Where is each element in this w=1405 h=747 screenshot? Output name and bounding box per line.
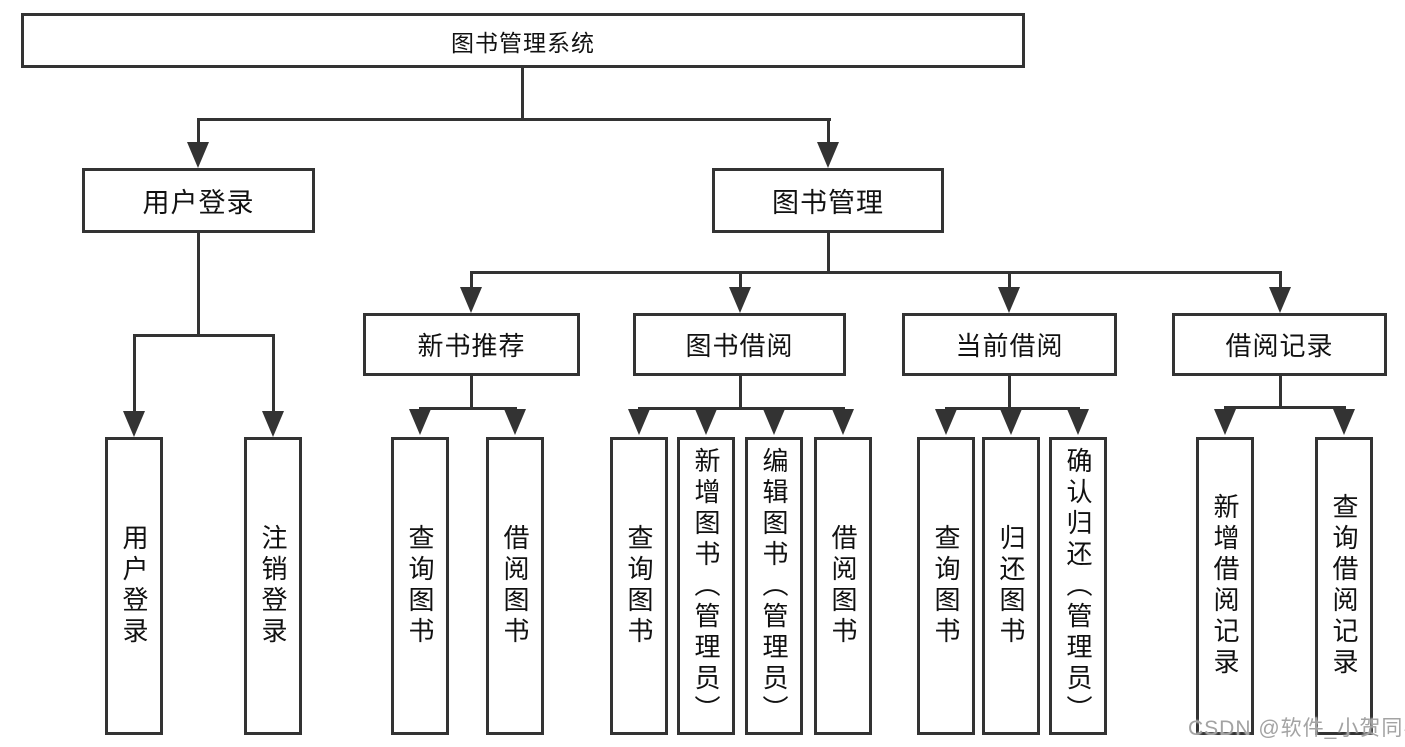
- arrow-down-icon: [935, 409, 957, 435]
- node-label: 查询图书: [931, 524, 961, 648]
- connector-line: [470, 376, 473, 409]
- csdn-watermark: CSDN @软件_小贺同学: [1188, 717, 1405, 740]
- connector-line: [197, 233, 200, 337]
- connector-line: [1279, 271, 1282, 289]
- leaf-logout-login: 注销登录: [244, 437, 302, 735]
- arrow-down-icon: [1067, 409, 1089, 435]
- node-label: 图书管理: [772, 188, 884, 218]
- connector-line: [739, 271, 742, 289]
- connector-line: [470, 271, 473, 289]
- connector-line: [419, 407, 517, 410]
- arrow-down-icon: [1269, 287, 1291, 313]
- node-label: 图书管理系统: [451, 29, 595, 56]
- node-label: 查询图书: [624, 524, 654, 648]
- arrow-down-icon: [123, 411, 145, 437]
- node-label: 用户登录: [119, 524, 149, 648]
- connector-line: [739, 376, 742, 409]
- arrow-down-icon: [409, 409, 431, 435]
- connector-line: [1224, 406, 1346, 409]
- leaf-query-book-borrow: 查询图书: [610, 437, 668, 735]
- node-label: 查询图书: [405, 524, 435, 648]
- node-label: 图书借阅: [685, 331, 794, 361]
- leaf-confirm-return-admin: 确认归还（管理员）: [1049, 437, 1107, 735]
- arrow-down-icon: [187, 142, 209, 168]
- node-label: 新增图书（管理员）: [691, 446, 721, 726]
- connector-line: [945, 407, 1080, 410]
- arrow-down-icon: [460, 287, 482, 313]
- node-label: 归还图书: [996, 524, 1026, 648]
- leaf-query-book-recommend: 查询图书: [391, 437, 449, 735]
- node-label: 编辑图书（管理员）: [759, 446, 789, 726]
- connector-line: [133, 334, 136, 412]
- arrow-down-icon: [1000, 409, 1022, 435]
- leaf-return-book: 归还图书: [982, 437, 1040, 735]
- leaf-borrow-book-recommend: 借阅图书: [486, 437, 544, 735]
- node-label: 确认归还（管理员）: [1063, 446, 1093, 726]
- connector-line: [1008, 376, 1011, 409]
- arrow-down-icon: [628, 409, 650, 435]
- node-library-system: 图书管理系统: [21, 13, 1025, 68]
- node-label: 借阅图书: [500, 524, 530, 648]
- node-user-login: 用户登录: [82, 168, 315, 233]
- node-label: 查询借阅记录: [1329, 493, 1359, 679]
- connector-line: [827, 233, 830, 274]
- node-label: 新增借阅记录: [1210, 493, 1240, 679]
- connector-line: [1279, 376, 1282, 408]
- connector-line: [272, 334, 275, 412]
- node-book-management: 图书管理: [712, 168, 944, 233]
- node-new-book-recommend: 新书推荐: [363, 313, 580, 376]
- connector-line: [827, 118, 830, 146]
- arrow-down-icon: [998, 287, 1020, 313]
- node-label: 借阅记录: [1225, 331, 1334, 361]
- connector-line: [1008, 271, 1011, 289]
- arrow-down-icon: [262, 411, 284, 437]
- node-label: 借阅图书: [828, 524, 858, 648]
- node-label: 当前借阅: [955, 331, 1064, 361]
- arrow-down-icon: [504, 409, 526, 435]
- leaf-add-book-admin: 新增图书（管理员）: [677, 437, 735, 735]
- arrow-down-icon: [832, 409, 854, 435]
- arrow-down-icon: [817, 142, 839, 168]
- leaf-query-book-current: 查询图书: [917, 437, 975, 735]
- connector-line: [197, 118, 831, 121]
- leaf-query-borrow-record: 查询借阅记录: [1315, 437, 1373, 735]
- connector-line: [470, 271, 1282, 274]
- leaf-edit-book-admin: 编辑图书（管理员）: [745, 437, 803, 735]
- connector-line: [521, 68, 524, 120]
- node-label: 注销登录: [258, 524, 288, 648]
- node-label: 新书推荐: [417, 331, 526, 361]
- arrow-down-icon: [1214, 409, 1236, 435]
- leaf-add-borrow-record: 新增借阅记录: [1196, 437, 1254, 735]
- connector-line: [197, 118, 200, 146]
- arrow-down-icon: [763, 409, 785, 435]
- arrow-down-icon: [1333, 409, 1355, 435]
- connector-line: [133, 334, 275, 337]
- arrow-down-icon: [729, 287, 751, 313]
- node-book-borrow: 图书借阅: [633, 313, 846, 376]
- arrow-down-icon: [695, 409, 717, 435]
- node-borrow-record: 借阅记录: [1172, 313, 1387, 376]
- leaf-borrow-book: 借阅图书: [814, 437, 872, 735]
- node-current-borrow: 当前借阅: [902, 313, 1117, 376]
- connector-line: [638, 407, 845, 410]
- node-label: 用户登录: [142, 188, 255, 218]
- leaf-user-login: 用户登录: [105, 437, 163, 735]
